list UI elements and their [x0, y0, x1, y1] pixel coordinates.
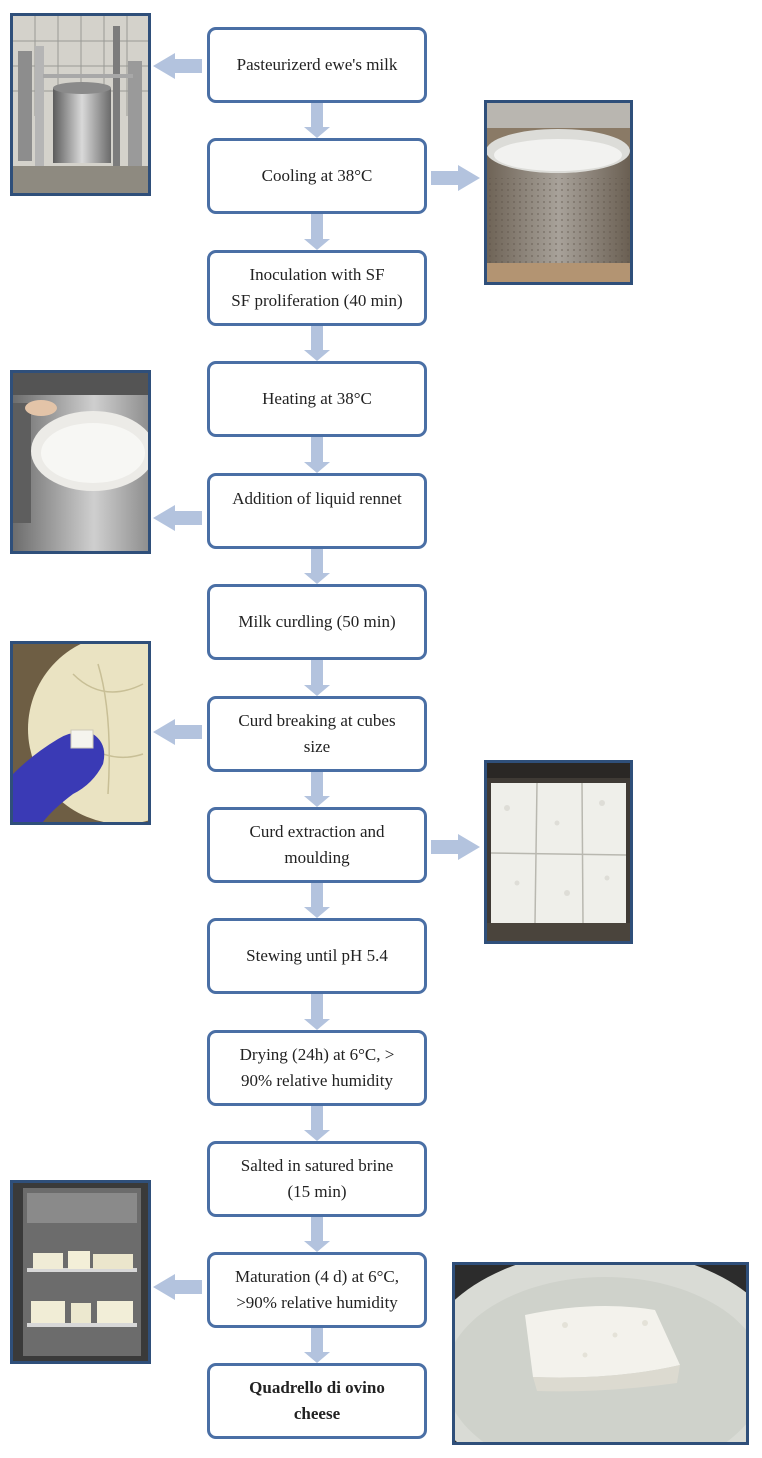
step-line: Curd breaking at cubes: [238, 710, 396, 730]
step-final-cheese: Quadrello di ovino cheese: [207, 1363, 427, 1439]
down-arrow-10: [304, 1106, 330, 1141]
down-arrow-11: [304, 1217, 330, 1252]
photo-cooling-vat: [484, 100, 633, 285]
finished-cheese-image: [455, 1265, 746, 1442]
step-line: Salted in satured brine: [240, 1155, 394, 1175]
step-line: Pasteurizerd ewe's milk: [236, 54, 398, 74]
down-arrow-6: [304, 660, 330, 696]
side-arrow-moulding: [431, 834, 480, 860]
step-line: Drying (24h) at 6°C, >: [239, 1044, 395, 1064]
step-line: >90% relative humidity: [236, 1293, 398, 1312]
step-line: Curd extraction and: [249, 821, 385, 841]
down-arrow-8: [304, 883, 330, 918]
heating-vat-image: [13, 373, 148, 551]
down-arrow-5: [304, 549, 330, 584]
step-salting: Salted in satured brine (15 min): [207, 1141, 427, 1217]
step-maturation: Maturation (4 d) at 6°C, >90% relative h…: [207, 1252, 427, 1328]
photo-maturation-fridge: [10, 1180, 151, 1364]
step-line: cheese: [293, 1404, 341, 1423]
down-arrow-4: [304, 437, 330, 473]
step-stewing: Stewing until pH 5.4: [207, 918, 427, 994]
side-arrow-rennet: [153, 505, 202, 531]
step-line: Addition of liquid rennet: [232, 489, 402, 508]
side-arrow-cooling: [431, 165, 480, 191]
side-arrow-pasteurizer: [153, 53, 202, 79]
step-heating: Heating at 38°C: [207, 361, 427, 437]
down-arrow-12: [304, 1328, 330, 1363]
photo-finished-cheese: [452, 1262, 749, 1445]
photo-curd-cube-in-hand: [10, 641, 151, 825]
photo-pasteurizer-vat: [10, 13, 151, 196]
down-arrow-7: [304, 772, 330, 807]
step-line: Maturation (4 d) at 6°C,: [234, 1266, 399, 1286]
step-pasteurized-milk: Pasteurizerd ewe's milk: [207, 27, 427, 103]
down-arrow-9: [304, 994, 330, 1030]
step-curd-breaking: Curd breaking at cubes size: [207, 696, 427, 772]
step-line: Milk curdling (50 min): [238, 611, 396, 631]
photo-heating-vat: [10, 370, 151, 554]
step-curdling: Milk curdling (50 min): [207, 584, 427, 660]
side-arrow-curd-breaking: [153, 719, 202, 745]
step-line: size: [303, 737, 331, 756]
step-line: Quadrello di ovino: [249, 1377, 385, 1397]
step-line: 90% relative humidity: [240, 1071, 394, 1090]
step-inoculation: Inoculation with SF SF proliferation (40…: [207, 250, 427, 326]
step-cooling: Cooling at 38°C: [207, 138, 427, 214]
down-arrow-1: [304, 103, 330, 138]
step-drying: Drying (24h) at 6°C, > 90% relative humi…: [207, 1030, 427, 1106]
curd-moulds-image: [487, 763, 630, 941]
down-arrow-2: [304, 214, 330, 250]
step-line: (15 min): [287, 1182, 347, 1201]
step-curd-extraction: Curd extraction and moulding: [207, 807, 427, 883]
step-line: SF proliferation (40 min): [231, 291, 403, 310]
step-line: Heating at 38°C: [262, 388, 372, 408]
pasteurizer-vat-image: [13, 16, 148, 193]
maturation-fridge-image: [13, 1183, 148, 1361]
down-arrow-3: [304, 326, 330, 361]
step-rennet: Addition of liquid rennet: [207, 473, 427, 549]
curd-cube-image: [13, 644, 148, 822]
cooling-vat-image: [487, 103, 630, 282]
step-line: moulding: [284, 848, 350, 867]
step-line: Stewing until pH 5.4: [246, 945, 388, 965]
step-line: Cooling at 38°C: [261, 165, 373, 185]
side-arrow-maturation: [153, 1274, 202, 1300]
photo-curd-moulds: [484, 760, 633, 944]
step-line: Inoculation with SF: [249, 264, 385, 284]
